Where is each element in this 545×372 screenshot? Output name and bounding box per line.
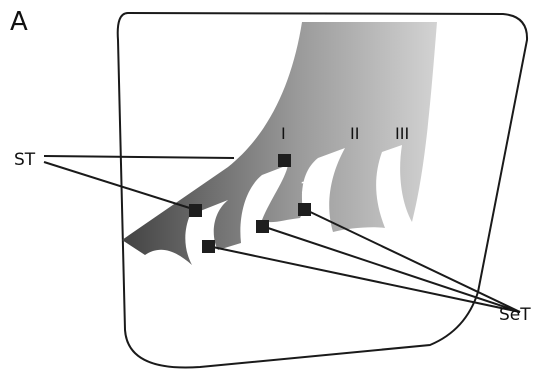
zone-label-III: III — [395, 124, 409, 143]
set-line-to-marker-1 — [303, 208, 521, 313]
marker-1 — [298, 203, 311, 216]
st-line-to-outline — [43, 155, 235, 159]
marker-I — [278, 154, 291, 167]
st-line-to-marker-3 — [43, 161, 197, 211]
point-label-2: 2 — [248, 200, 258, 219]
set-leader-lines — [207, 208, 521, 313]
marker-2 — [256, 220, 269, 233]
point-label-1: 1 — [300, 178, 310, 197]
zone-label-II: II — [350, 124, 359, 143]
panel-letter: A — [10, 7, 28, 37]
st-leader-lines — [43, 155, 235, 211]
marker-3-upper — [189, 204, 202, 217]
zone-label-I: I — [281, 124, 286, 143]
point-label-3: 3 — [193, 218, 203, 237]
set-line-to-marker-3 — [207, 245, 521, 313]
set-line-to-marker-2 — [261, 225, 521, 313]
markers — [189, 154, 311, 253]
st-label: ST — [14, 150, 36, 170]
outer-outline — [116, 11, 529, 369]
set-label: SeT — [499, 305, 531, 325]
gradient-fan-shape — [122, 22, 437, 265]
marker-3-lower — [202, 240, 215, 253]
